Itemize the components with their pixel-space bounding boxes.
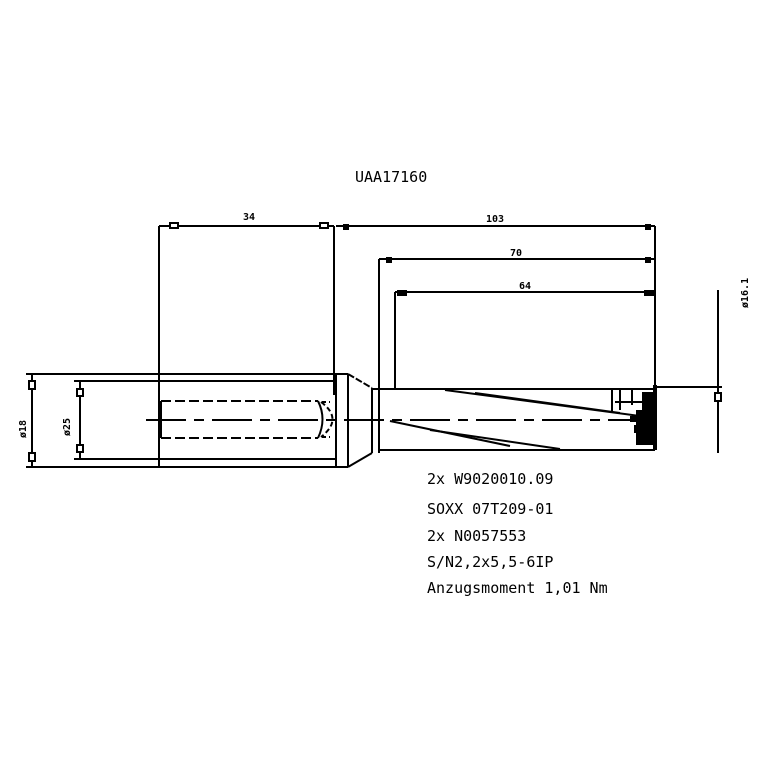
- drill-flutes: [389, 389, 641, 450]
- note-line-4: S/N2,2x5,5-6IP: [427, 553, 553, 571]
- drawing-notes: 2x W9020010.09 SOXX 07T209-01 2x N005755…: [427, 470, 608, 597]
- note-line-5: Anzugsmoment 1,01 Nm: [427, 579, 608, 597]
- note-line-1: 2x W9020010.09: [427, 470, 553, 488]
- coolant-bore: [160, 400, 334, 439]
- dim-label-shank-diameter: ø18: [18, 420, 29, 438]
- dim-label-tip-diameter: ø16.1: [740, 278, 751, 308]
- dim-flute-length: [394, 290, 655, 388]
- dim-label-flute-length: 64: [519, 281, 531, 292]
- dim-label-bore-diameter: ø25: [62, 418, 73, 436]
- drawing-title: UAA17160: [355, 168, 427, 186]
- dim-label-overall-length: 103: [486, 214, 504, 225]
- dim-body-length: [378, 257, 655, 388]
- note-line-2: SOXX 07T209-01: [427, 500, 553, 518]
- note-line-3: 2x N0057553: [427, 527, 526, 545]
- dim-shank-length: [158, 222, 335, 395]
- dim-tip-diameter: [655, 290, 722, 453]
- tool-shank: [140, 373, 349, 468]
- title-text: UAA17160: [355, 168, 427, 186]
- cutting-insert: [611, 389, 655, 445]
- dim-label-body-length: 70: [510, 248, 522, 259]
- dim-label-shank-length: 34: [243, 212, 255, 223]
- dim-overall-length: [336, 224, 656, 388]
- dim-shank-diameter: [26, 373, 160, 468]
